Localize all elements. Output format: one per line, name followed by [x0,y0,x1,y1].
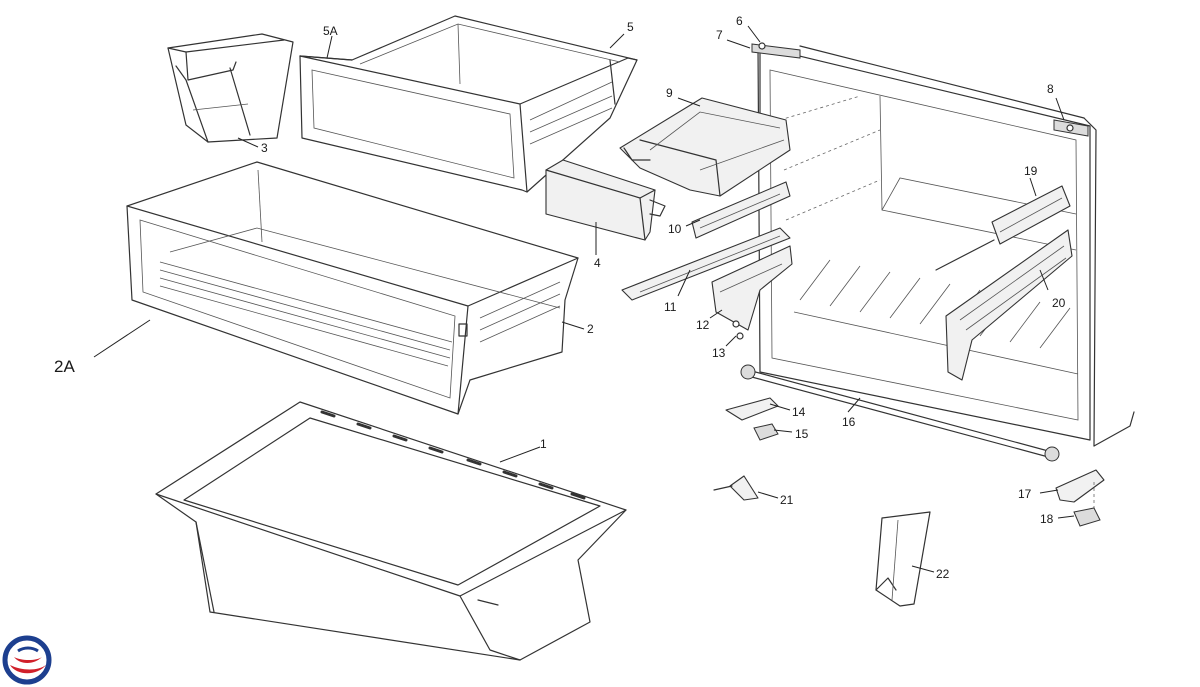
callout-6: 6 [736,14,743,28]
part-10-slide-rail [691,181,791,239]
part-12-bracket [711,245,793,331]
callout-2a: 2A [54,357,75,376]
part-14-bracket [725,397,779,421]
callout-16: 16 [842,415,856,429]
part-19-support [935,185,1071,271]
leader-lines [93,25,1075,573]
part-1-bottom-pan [155,401,627,661]
part-6-7-top-hinge [751,42,801,121]
callout-13: 13 [712,346,726,360]
callout-2: 2 [587,322,594,336]
part-16-rod [740,364,1060,462]
part-22-handle [875,511,931,607]
part-3-door-bin [167,33,294,143]
part-4-drawer-cover [545,159,666,241]
brand-swirl-logo-icon [2,635,52,685]
callout-7: 7 [716,28,723,42]
callout-1: 1 [540,437,547,451]
callout-17: 17 [1018,487,1032,501]
callout-20: 20 [1052,296,1066,310]
callout-22: 22 [936,567,950,581]
callout-21: 21 [780,493,794,507]
callout-19: 19 [1024,164,1038,178]
part-17-bracket [1055,469,1105,512]
callout-14: 14 [792,405,806,419]
callout-8: 8 [1047,82,1054,96]
callout-3: 3 [261,141,268,155]
part-8-right-hinge [1053,119,1089,137]
part-5-upper-drawer [299,15,638,193]
part-18-cam [1073,507,1101,527]
callout-11: 11 [664,300,677,314]
callout-10: 10 [668,222,682,236]
part-2-main-drawer [126,161,579,415]
part-15-cam [753,423,779,441]
callout-18: 18 [1040,512,1054,526]
part-20-support [945,229,1073,381]
callout-4: 4 [594,256,601,270]
part-11-slide-rail [621,227,791,301]
part-21-clip [713,475,759,501]
callout-5: 5 [627,20,634,34]
cabinet-interior [757,45,1135,447]
callout-5a: 5A [323,24,338,38]
callout-9: 9 [666,86,673,100]
part-13-screws [732,320,744,340]
callout-15: 15 [795,427,809,441]
callout-12: 12 [696,318,710,332]
part-9-slide-bracket [619,97,791,197]
